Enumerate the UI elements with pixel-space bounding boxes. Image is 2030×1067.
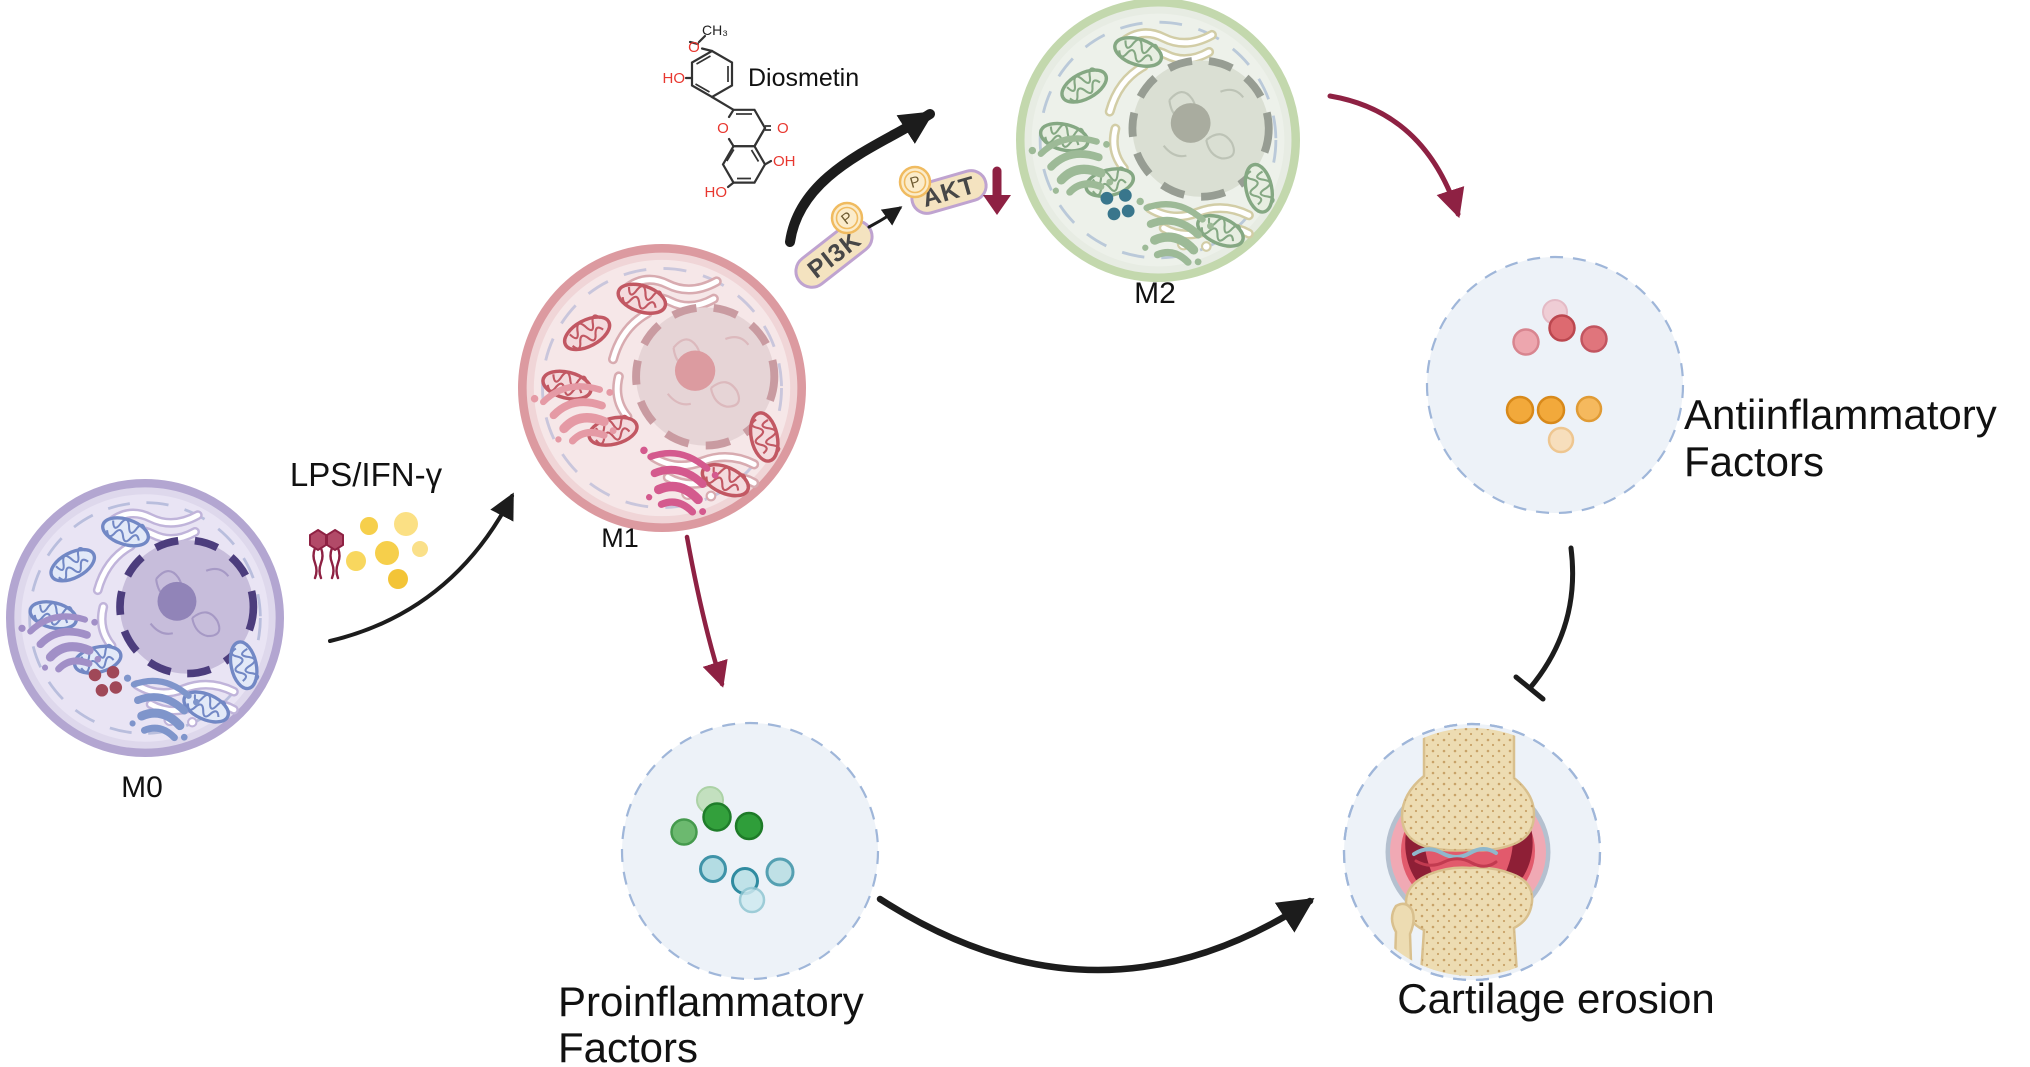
svg-text:P: P — [908, 173, 922, 192]
arrow-proinflammatory-to-cartilage — [876, 895, 1315, 974]
proinflammatory-dots — [670, 786, 795, 914]
antiinflammatory-label-line1: Antiinflammatory — [1684, 391, 1997, 438]
akt-pill: AKT P — [898, 165, 988, 215]
stimulus-label: LPS/IFN-γ — [290, 456, 443, 493]
lps-molecules — [308, 528, 345, 580]
proinflammatory-factors-circle — [620, 721, 880, 981]
compound-label: Diosmetin — [748, 64, 859, 92]
methyl-label: CH₃ — [702, 22, 728, 38]
m2-label: M2 — [1134, 277, 1176, 310]
arrow-m1-to-proinflammatory — [684, 534, 728, 688]
ring-o-label: O — [717, 120, 729, 137]
antiinflammatory-label-line2: Factors — [1684, 438, 1824, 485]
antiinflammatory-dots — [1505, 299, 1608, 454]
akt-phosphate-icon: P — [898, 165, 932, 199]
pi3k-phosphate-icon: P — [830, 201, 864, 235]
arrow-m1-to-m2 — [785, 109, 935, 247]
m0-label: M0 — [121, 771, 163, 804]
m2-macrophage-cell — [1020, 2, 1295, 277]
m0-macrophage-cell — [10, 483, 280, 753]
antiinflammatory-factors-circle — [1425, 255, 1685, 515]
m1-label: M1 — [601, 523, 639, 553]
hydroxy-3p-label: HO — [663, 70, 686, 87]
carbonyl-o-label: O — [777, 120, 789, 137]
arrow-lps-to-m1 — [328, 492, 514, 643]
cartilage-circle-border — [1342, 722, 1602, 982]
arrow-pi3k-to-akt — [867, 206, 903, 229]
proinflammatory-label-line2: Factors — [558, 1024, 698, 1067]
cartilage-erosion-label: Cartilage erosion — [1397, 975, 1715, 1022]
inhibition-line-anti-to-cartilage — [1513, 545, 1576, 702]
arrow-m2-to-antiinflammatory — [1327, 93, 1465, 219]
methoxy-o-label: O — [688, 39, 700, 56]
m1-macrophage-cell — [522, 248, 801, 527]
hydroxy-7-label: HO — [705, 184, 728, 201]
diosmetin-structure: O CH₃ HO O O OH HO — [663, 22, 796, 201]
hydroxy-5-label: OH — [773, 153, 796, 170]
ifn-gamma-molecules — [346, 512, 428, 589]
decrease-arrow-icon — [983, 166, 1011, 215]
proinflammatory-label-line1: Proinflammatory — [558, 978, 864, 1025]
